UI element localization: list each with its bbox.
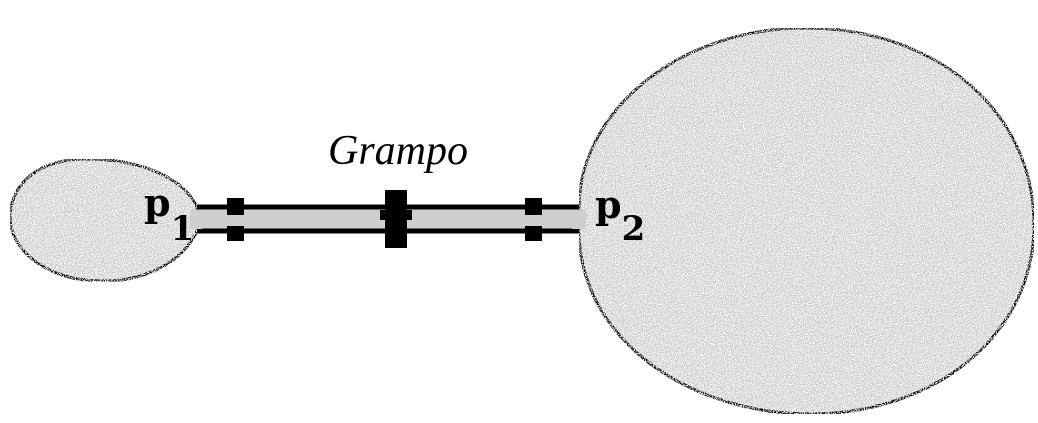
left-balloon-shape [8,157,199,283]
clamp-jaw [380,210,412,220]
clamp-label: Grampo [328,128,468,174]
left-fitting [227,198,244,241]
pressure-label-right-main: p [595,182,622,227]
right-balloon [572,26,1036,416]
right-balloon-shape [577,26,1036,416]
pressure-label-right: p2 [595,182,645,249]
right-fitting [525,198,542,241]
pressure-label-left: p1 [144,180,194,249]
pressure-label-right-sub: 2 [622,209,646,249]
left-balloon [8,157,202,283]
pressure-label-left-sub: 1 [171,209,195,249]
clamp [380,190,412,248]
pressure-label-left-main: p [144,180,171,225]
